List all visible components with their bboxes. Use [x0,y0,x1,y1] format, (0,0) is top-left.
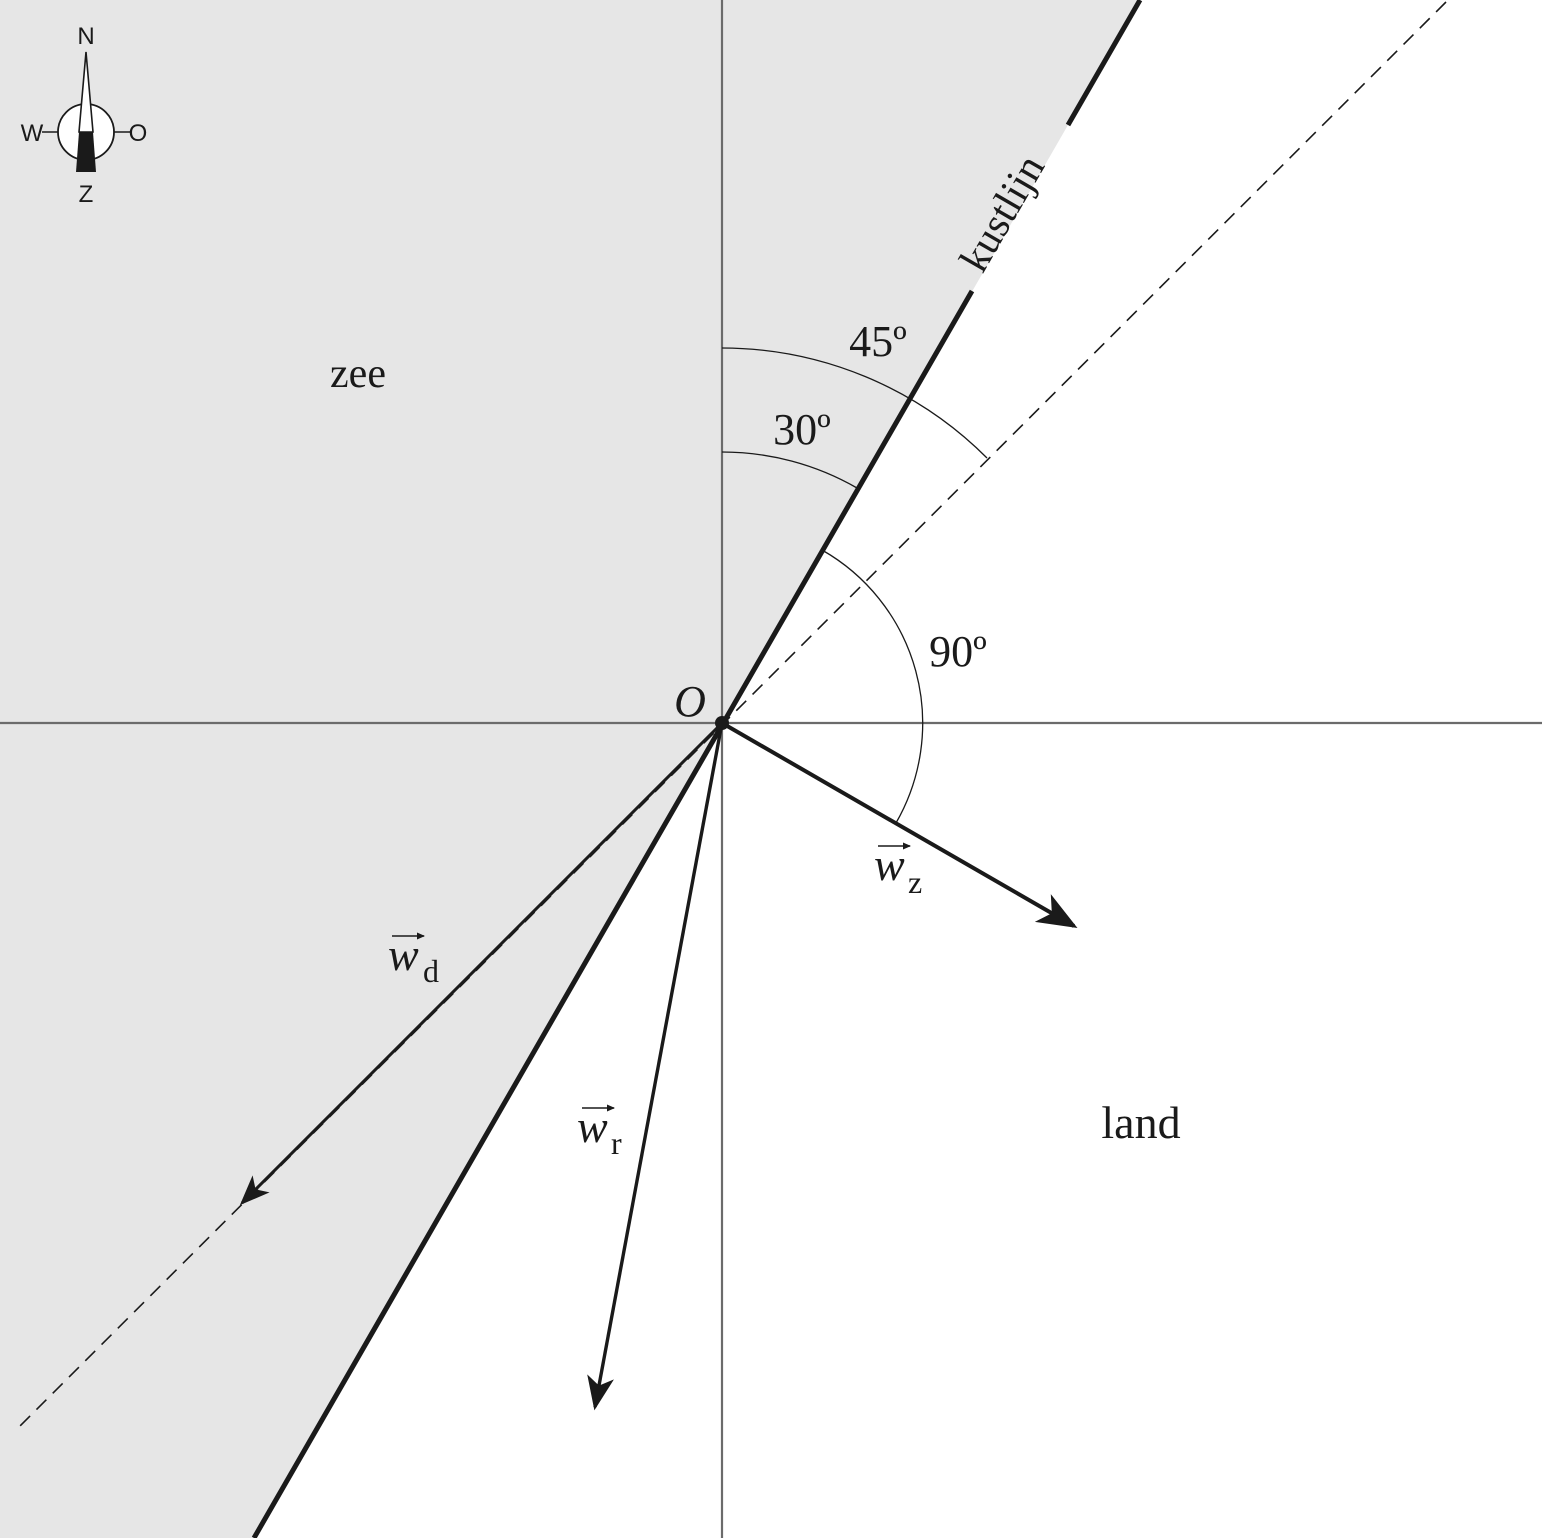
vector-w-z [721,721,1078,928]
compass-south-label: Z [79,181,94,208]
sea-label: zee [330,351,386,397]
vector-subscript-w-r: r [611,1125,622,1161]
arc-45-degrees [721,347,988,459]
coastline-upper [1065,0,1143,127]
origin-label: O [674,677,706,726]
compass-needle-south-icon [76,132,96,172]
compass-rose: N Z W O [21,23,148,208]
vector-symbol-w-r: w [577,1101,608,1152]
vector-label-w-z: w z [874,839,922,900]
vector-symbol-w-z: w [874,839,905,890]
angle-90-label: 90º [929,627,987,676]
compass-west-label: W [21,120,44,147]
land-label: land [1101,1097,1180,1148]
vector-label-w-r: w r [577,1101,622,1161]
compass-north-label: N [77,23,94,50]
sea-region [0,0,1140,1538]
angle-30-label: 30º [773,405,831,454]
origin-point [715,716,729,730]
vector-w-r [587,722,724,1411]
coastline-lower [251,289,975,1538]
vector-label-w-d: w d [388,929,439,989]
arc-30-degrees [721,451,858,489]
vector-subscript-w-d: d [423,953,439,989]
angle-45-label: 45º [849,317,907,366]
compass-east-label: O [129,120,148,147]
vector-subscript-w-z: z [908,864,922,900]
vector-symbol-w-d: w [388,929,419,980]
arc-90-degrees [821,549,924,824]
vector-w-d [239,721,724,1206]
